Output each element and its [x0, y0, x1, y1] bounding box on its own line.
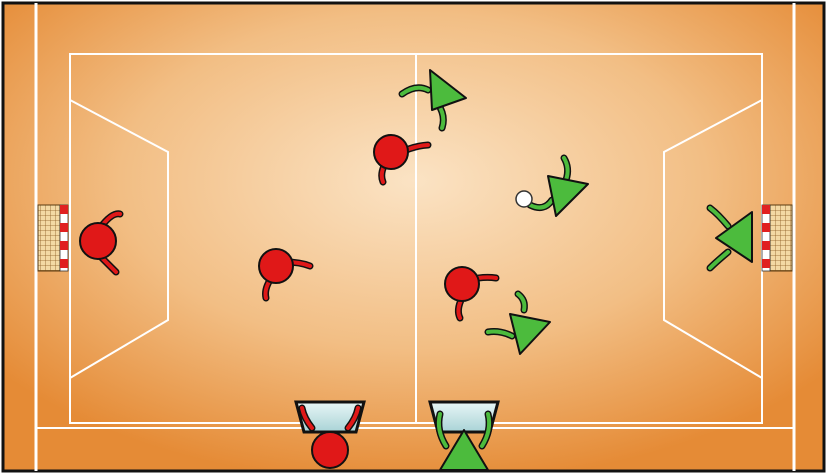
court-floor	[3, 3, 824, 471]
left-goal	[38, 205, 68, 271]
right-goal	[762, 205, 792, 271]
ball	[516, 191, 532, 207]
